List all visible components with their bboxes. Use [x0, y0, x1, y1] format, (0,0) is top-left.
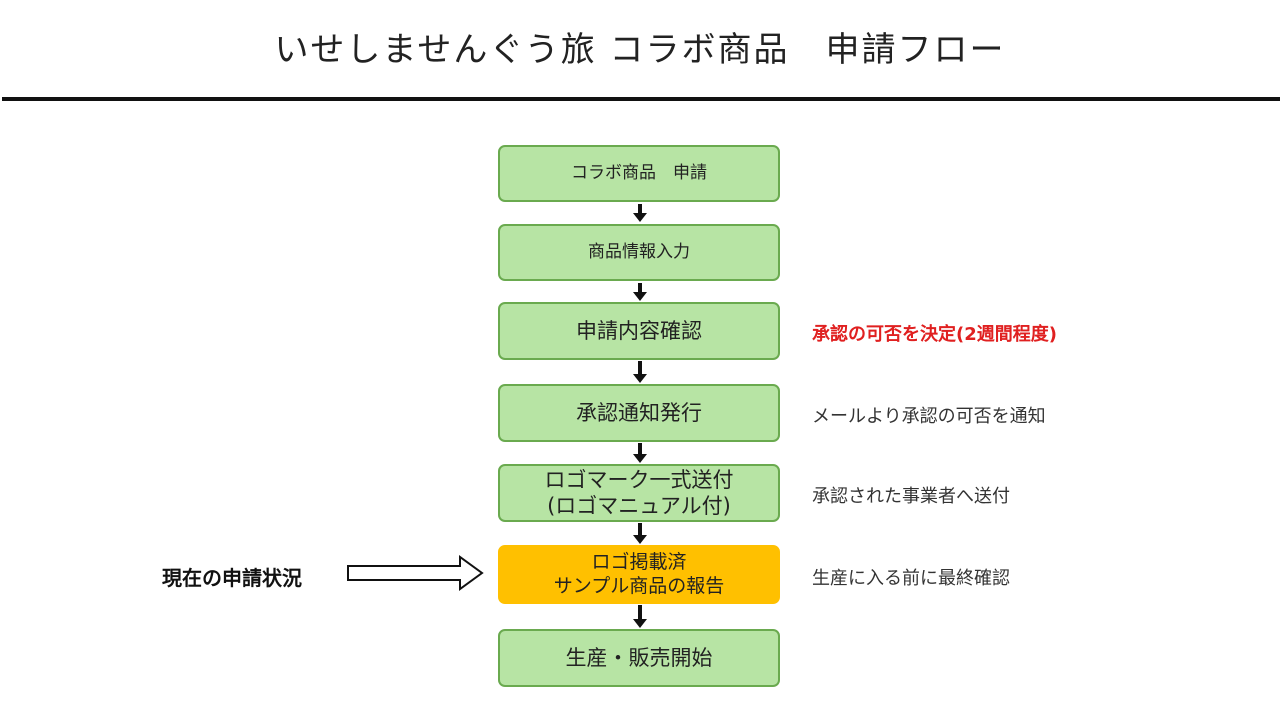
current-status-label: 現在の申請状況: [162, 566, 302, 590]
step-label: 生産・販売開始: [565, 645, 713, 670]
current-status-arrow-icon: [347, 555, 484, 591]
flow-arrow-6: [633, 605, 647, 628]
note-final-check: 生産に入る前に最終確認: [812, 568, 1010, 589]
flow-arrow-3: [633, 361, 647, 383]
step-sample-report-current: ロゴ掲載済 サンプル商品の報告: [498, 545, 780, 604]
title-divider: [2, 97, 1280, 101]
step-label: 商品情報入力: [588, 241, 690, 262]
note-approval-decision: 承認の可否を決定(2週間程度): [812, 324, 1057, 345]
note-email-notification: メールより承認の可否を通知: [812, 406, 1046, 427]
step-production-sales-start: 生産・販売開始: [498, 629, 780, 687]
step-label-line-2: (ロゴマニュアル付): [547, 494, 731, 518]
step-label: コラボ商品 申請: [571, 162, 707, 183]
flow-arrow-5: [633, 523, 647, 544]
step-label-line-1: ロゴマーク一式送付: [544, 467, 734, 492]
step-label: 申請内容確認: [576, 318, 702, 343]
page-title: いせしませんぐう旅 コラボ商品 申請フロー: [274, 30, 1006, 70]
flow-arrow-2: [633, 283, 647, 301]
step-collab-application: コラボ商品 申請: [498, 145, 780, 202]
step-application-review: 申請内容確認: [498, 302, 780, 360]
step-label: 承認通知発行: [576, 400, 702, 425]
flow-arrow-1: [633, 204, 647, 222]
flow-arrow-4: [633, 443, 647, 463]
step-label-line-2: サンプル商品の報告: [553, 574, 725, 597]
note-sent-to-approved: 承認された事業者へ送付: [812, 486, 1010, 507]
step-logo-package-delivery: ロゴマーク一式送付 (ロゴマニュアル付): [498, 464, 780, 522]
step-label-line-1: ロゴ掲載済: [591, 550, 687, 573]
step-approval-notice: 承認通知発行: [498, 384, 780, 442]
step-product-info-input: 商品情報入力: [498, 224, 780, 281]
